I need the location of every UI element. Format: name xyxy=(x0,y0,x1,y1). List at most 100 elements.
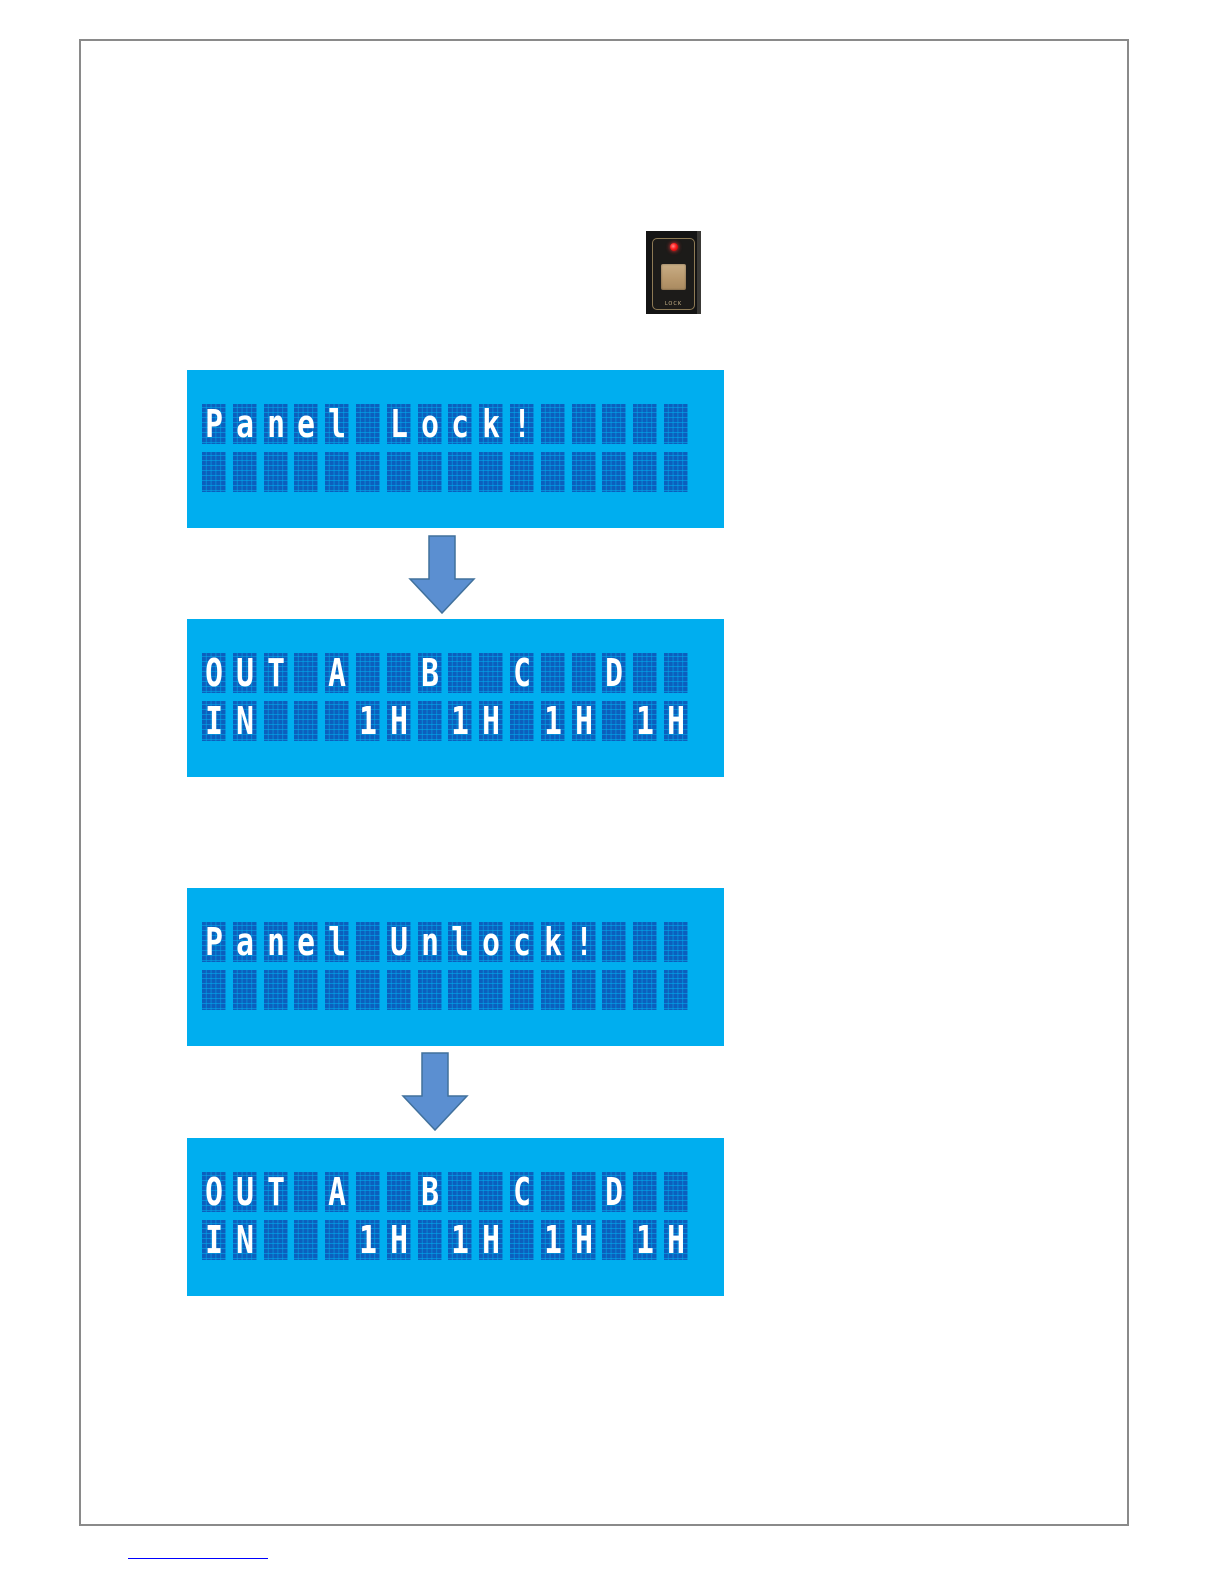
lcd-character: A xyxy=(328,1172,347,1212)
lcd-cell xyxy=(264,1220,288,1260)
lcd-cell xyxy=(602,922,626,962)
lcd-line-2 xyxy=(202,452,688,492)
lcd-character: H xyxy=(389,1220,408,1260)
lcd-cell: O xyxy=(202,1172,226,1212)
lcd-cell xyxy=(572,452,596,492)
lcd-cell xyxy=(294,452,318,492)
lcd-cell xyxy=(418,701,442,741)
lcd-cell xyxy=(572,404,596,444)
lcd-character: T xyxy=(266,1172,285,1212)
lcd-cell xyxy=(356,1172,380,1212)
lcd-cell: B xyxy=(418,1172,442,1212)
lcd-character: l xyxy=(328,922,347,962)
lcd-cell xyxy=(387,970,411,1010)
lcd-character: n xyxy=(266,404,285,444)
lcd-character: A xyxy=(328,653,347,693)
lcd-character: e xyxy=(297,404,316,444)
lcd-character: 1 xyxy=(636,1220,655,1260)
lcd-cell: n xyxy=(264,404,288,444)
lcd-character: 1 xyxy=(359,701,378,741)
lcd-character: o xyxy=(482,922,501,962)
lcd-character: H xyxy=(482,1220,501,1260)
lcd-character: l xyxy=(451,922,470,962)
lcd-cell xyxy=(325,970,349,1010)
lcd-cell xyxy=(325,452,349,492)
lcd-cell xyxy=(572,1172,596,1212)
lcd-character: U xyxy=(235,1172,254,1212)
footer-rule xyxy=(128,1558,268,1559)
lcd-cell xyxy=(479,970,503,1010)
lcd-cell xyxy=(541,970,565,1010)
lcd-cell xyxy=(633,970,657,1010)
down-arrow-shape xyxy=(403,1053,467,1130)
lock-led-indicator xyxy=(670,243,678,251)
lcd-cell: c xyxy=(510,922,534,962)
lcd-cell xyxy=(202,452,226,492)
lcd-cell xyxy=(294,1220,318,1260)
lcd-character: 1 xyxy=(359,1220,378,1260)
lcd-cell: 1 xyxy=(356,1220,380,1260)
lcd-cell xyxy=(356,970,380,1010)
lcd-cell xyxy=(633,653,657,693)
lcd-cell xyxy=(418,1220,442,1260)
lcd-character: 1 xyxy=(543,1220,562,1260)
lcd-cell: N xyxy=(233,701,257,741)
lcd-cell: C xyxy=(510,1172,534,1212)
lcd-character: C xyxy=(513,653,532,693)
lcd-character: U xyxy=(235,653,254,693)
lcd-cell xyxy=(602,701,626,741)
lcd-cell: L xyxy=(387,404,411,444)
lcd-cell: H xyxy=(479,701,503,741)
lcd-character: H xyxy=(482,701,501,741)
lcd-cell xyxy=(664,970,688,1010)
lcd-cell xyxy=(356,653,380,693)
lcd-character: n xyxy=(420,922,439,962)
lock-button-cap xyxy=(661,264,686,290)
lcd-cell xyxy=(294,653,318,693)
lcd-character: n xyxy=(266,922,285,962)
lcd-cell: T xyxy=(264,1172,288,1212)
lcd-cell: 1 xyxy=(448,1220,472,1260)
lcd-character: c xyxy=(513,922,532,962)
lcd-cell xyxy=(448,1172,472,1212)
lcd-character: B xyxy=(420,1172,439,1212)
lcd-character: I xyxy=(205,1220,224,1260)
lcd-cell: 1 xyxy=(541,701,565,741)
lcd-cell: 1 xyxy=(633,701,657,741)
lcd-cell xyxy=(448,653,472,693)
lcd-character: B xyxy=(420,653,439,693)
lcd-cell: a xyxy=(233,922,257,962)
lcd-cell xyxy=(633,922,657,962)
lcd-cell: e xyxy=(294,922,318,962)
lcd-cell: ! xyxy=(572,922,596,962)
lcd-cell: o xyxy=(479,922,503,962)
lcd-cell xyxy=(387,653,411,693)
lcd-cell xyxy=(602,452,626,492)
lcd-character: ! xyxy=(574,922,593,962)
lcd-cell xyxy=(633,404,657,444)
lcd-cell xyxy=(264,970,288,1010)
lcd-cell xyxy=(541,404,565,444)
lcd-character: C xyxy=(513,1172,532,1212)
lcd-cell: P xyxy=(202,404,226,444)
lcd-cell xyxy=(418,970,442,1010)
lcd-cell xyxy=(510,701,534,741)
lcd-cell: a xyxy=(233,404,257,444)
lcd-cell xyxy=(633,452,657,492)
lcd-character: l xyxy=(328,404,347,444)
lcd-cell xyxy=(356,452,380,492)
lcd-cell: H xyxy=(387,701,411,741)
lcd-cell: k xyxy=(479,404,503,444)
lcd-cell xyxy=(664,452,688,492)
lcd-cell: B xyxy=(418,653,442,693)
lcd-cell xyxy=(264,701,288,741)
